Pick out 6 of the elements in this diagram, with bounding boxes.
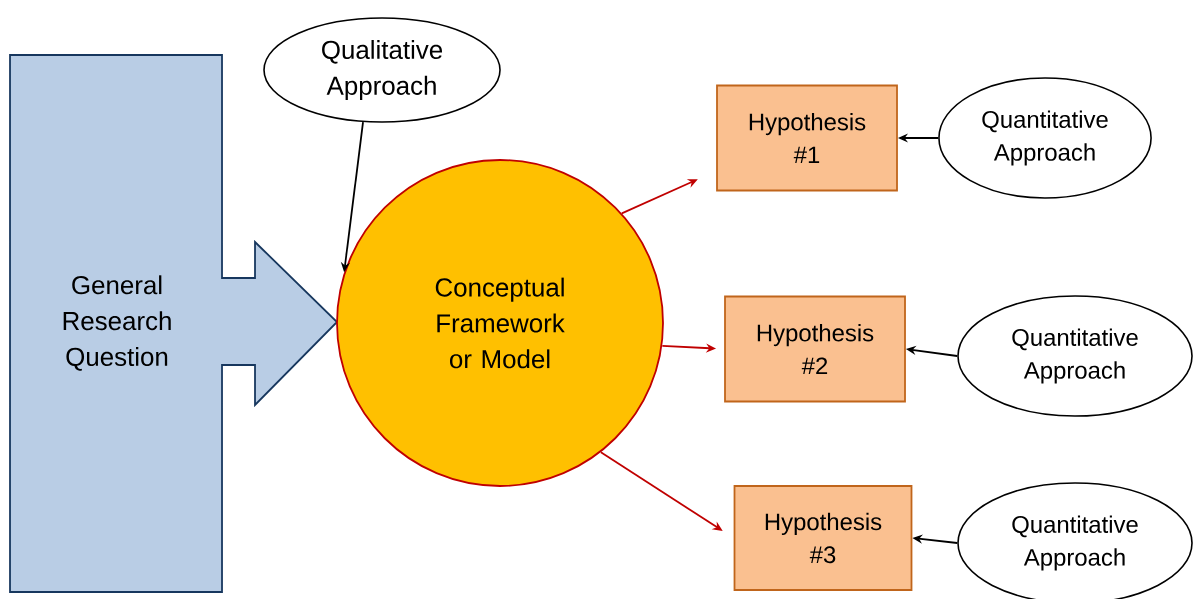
hypothesis-box: Hypothesis #1 xyxy=(716,84,898,192)
hypothesis-box: Hypothesis #2 xyxy=(724,295,906,403)
ellipse-node: Quantitative Approach xyxy=(957,295,1193,417)
hypothesis-box: Hypothesis #3 xyxy=(733,485,913,591)
ellipse-node: Qualitative Approach xyxy=(263,17,501,123)
ellipse-node: Quantitative Approach xyxy=(938,77,1152,199)
